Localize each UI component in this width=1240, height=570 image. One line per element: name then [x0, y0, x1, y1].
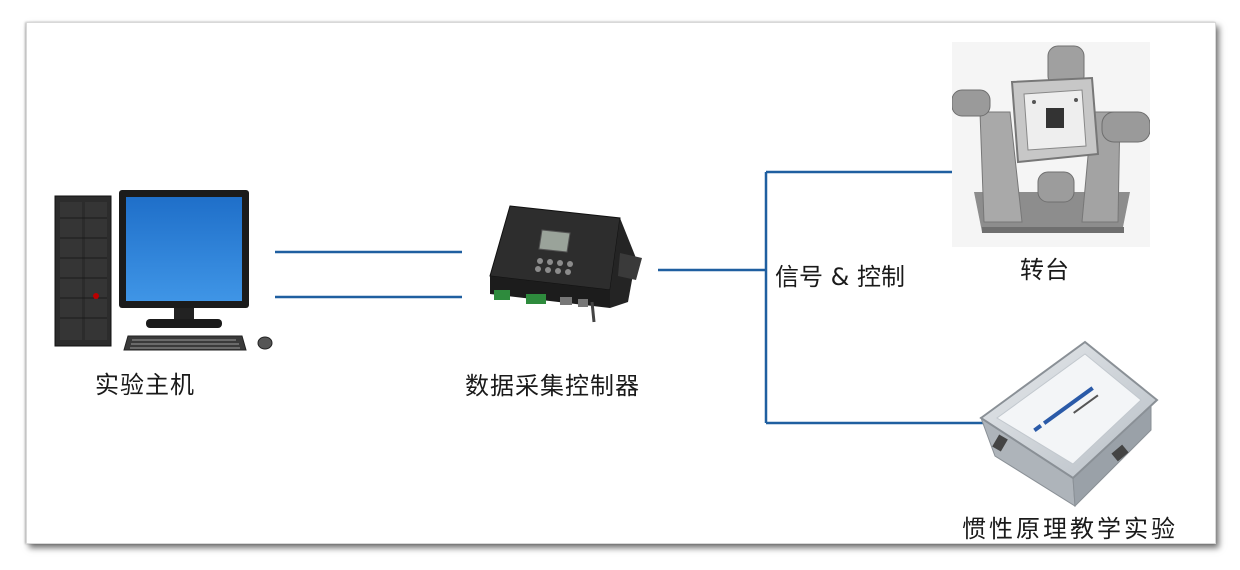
signal-control-label: 信号 & 控制 [775, 263, 905, 291]
instrument-case-label: 惯性原理教学实验 [962, 515, 1178, 543]
data-acquisition-controller-icon [489, 205, 642, 323]
host-label: 实验主机 [95, 371, 195, 399]
controller-label: 数据采集控制器 [465, 372, 640, 400]
turntable-label: 转台 [1020, 256, 1070, 284]
desktop-computer-icon [54, 190, 273, 351]
turntable-icon [952, 42, 1150, 247]
instrument-case-icon [979, 340, 1159, 508]
